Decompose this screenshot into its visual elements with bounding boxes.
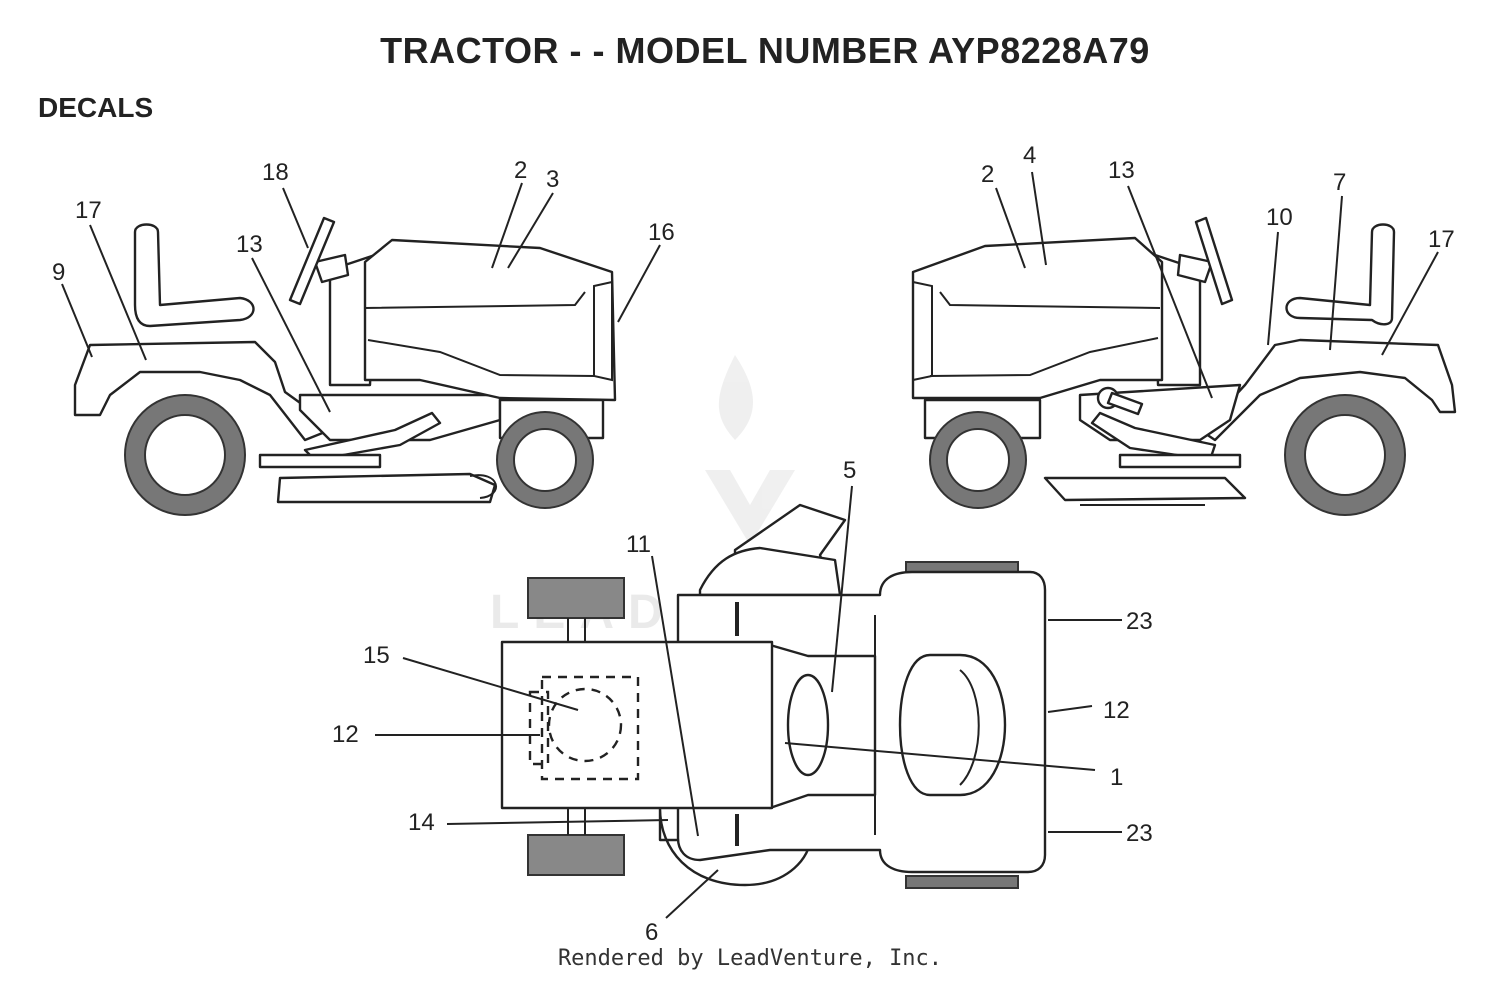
callout-15: 15 <box>363 642 390 669</box>
left-hood <box>363 238 617 402</box>
callout-3: 3 <box>546 166 559 193</box>
right-view-callouts: 2 4 13 7 10 17 <box>981 142 1455 253</box>
callout-23: 23 <box>1126 820 1153 847</box>
tractor-left-view <box>61 182 661 516</box>
callout-13: 13 <box>1108 157 1135 184</box>
footer-credit: Rendered by LeadVenture, Inc. <box>557 946 943 971</box>
right-steering-column <box>1176 253 1214 284</box>
right-steering-wheel <box>1194 216 1234 306</box>
section-heading: DECALS <box>38 92 154 123</box>
page-title: TRACTOR - - MODEL NUMBER AYP8228A79 <box>380 30 1150 71</box>
callout-11: 11 <box>626 531 651 558</box>
top-front-tire-lower <box>905 875 1019 889</box>
tractor-top-view <box>375 485 1122 919</box>
left-rear-fender <box>73 340 332 442</box>
callout-10: 10 <box>1266 204 1293 231</box>
callout-1: 1 <box>1110 764 1123 791</box>
callout-2: 2 <box>514 157 527 184</box>
right-rear-fender <box>1198 338 1457 442</box>
callout-13: 13 <box>236 231 263 258</box>
top-grille <box>898 653 1007 797</box>
callout-23: 23 <box>1126 608 1153 635</box>
callout-2: 2 <box>981 161 994 188</box>
top-rear-tire-lower <box>527 834 625 876</box>
top-view-callouts: 5 11 15 12 14 6 23 12 1 23 <box>332 457 1153 946</box>
tractor-right-view <box>911 171 1457 516</box>
callout-16: 16 <box>648 219 675 246</box>
left-seat <box>133 223 255 328</box>
callout-17: 17 <box>1428 226 1455 253</box>
left-steering-column <box>313 253 350 284</box>
callout-18: 18 <box>262 159 289 186</box>
callout-5: 5 <box>843 457 856 484</box>
callout-9: 9 <box>52 259 65 286</box>
callout-4: 4 <box>1023 142 1036 169</box>
callout-7: 7 <box>1333 169 1346 196</box>
left-dash <box>328 253 377 387</box>
left-view-callouts: 18 2 3 16 17 13 9 <box>52 157 675 286</box>
callout-14: 14 <box>408 809 435 836</box>
right-mower-deck <box>1043 476 1247 502</box>
callout-17: 17 <box>75 197 102 224</box>
callout-12: 12 <box>1103 697 1130 724</box>
left-steering-wheel <box>288 216 336 306</box>
left-mower-deck <box>276 472 497 504</box>
top-rear-tire-upper <box>527 577 625 619</box>
right-seat <box>1285 223 1396 326</box>
callout-6: 6 <box>645 919 658 946</box>
callout-12: 12 <box>332 721 359 748</box>
top-seat-dashed <box>540 675 640 781</box>
right-hood <box>911 236 1164 400</box>
